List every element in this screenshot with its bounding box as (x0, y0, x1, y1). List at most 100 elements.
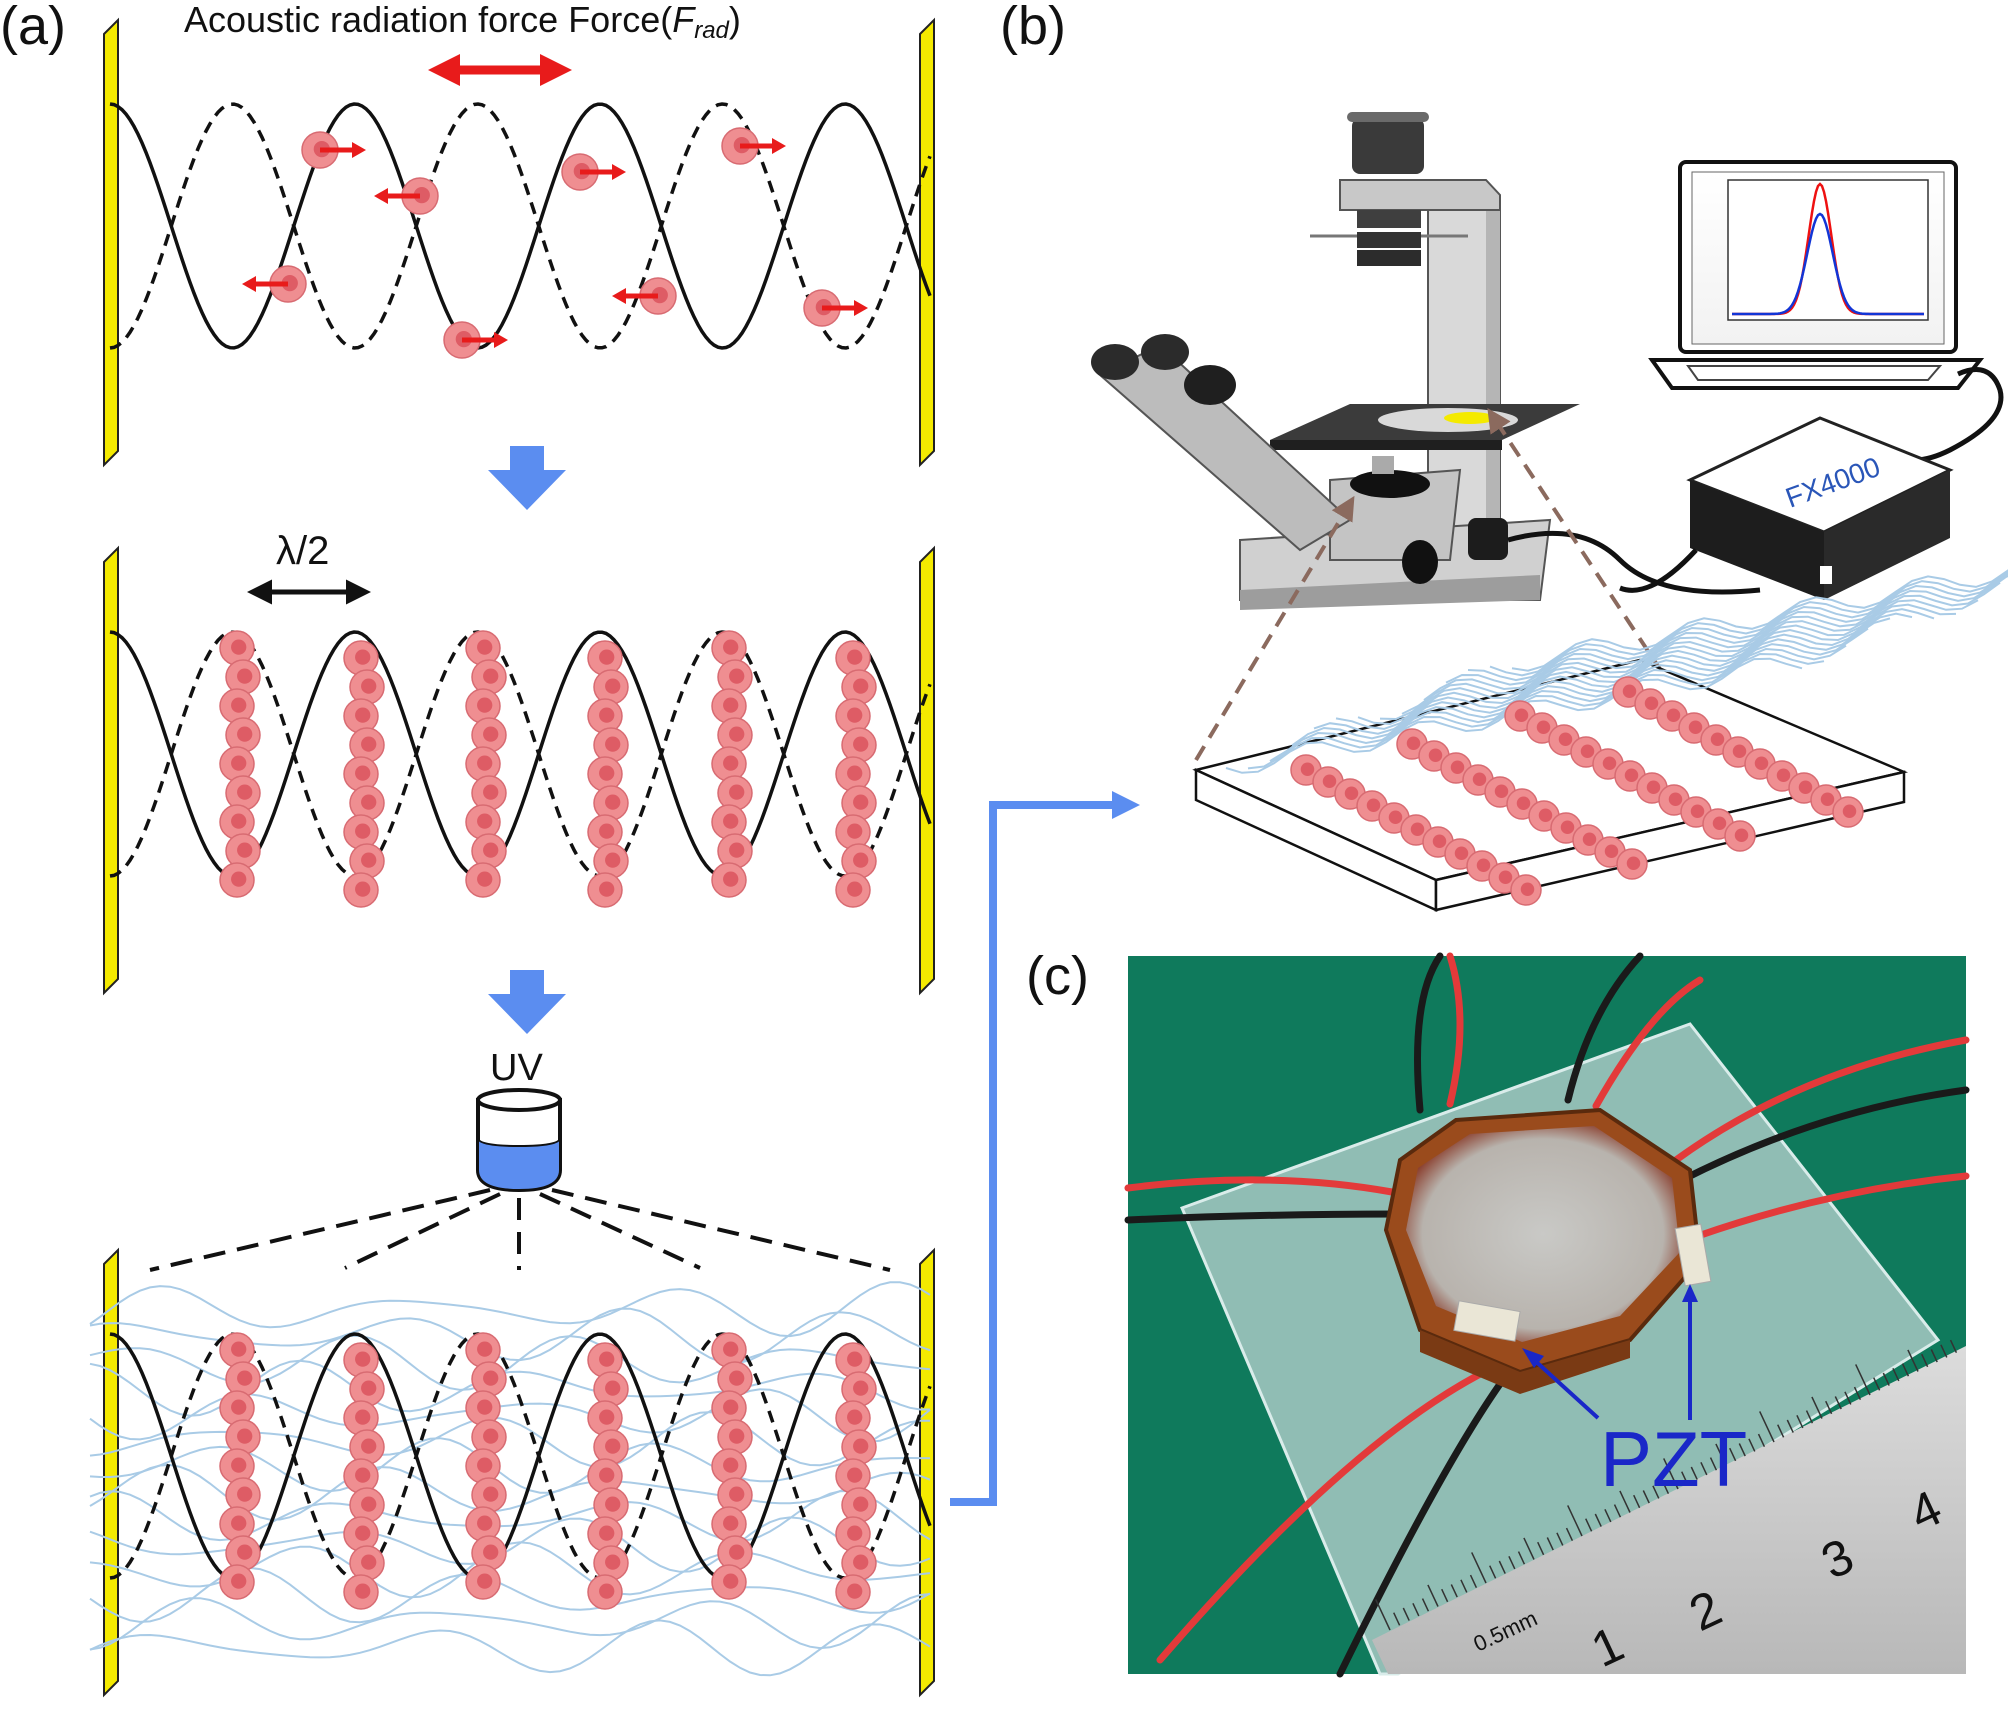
cell-nucleus (605, 1554, 621, 1570)
transducer-left (103, 1247, 119, 1698)
transducer-left (103, 545, 119, 996)
cell-nucleus (355, 765, 371, 781)
chip-fiber (1467, 572, 2008, 682)
cell-nucleus (1690, 804, 1705, 818)
half-wavelength-label: λ/2 (276, 529, 329, 573)
cell-nucleus (853, 736, 869, 752)
force-arrowhead (374, 188, 388, 204)
cell-nucleus (599, 1351, 615, 1367)
cell-nucleus (1624, 768, 1639, 782)
cell-nucleus (1520, 882, 1535, 896)
cell-nucleus (1712, 816, 1727, 830)
cell-nucleus (605, 852, 621, 868)
cell-nucleus (231, 813, 247, 829)
ruler-tick (1412, 1602, 1420, 1617)
chip-fiber (1269, 644, 1847, 762)
uv-lamp-icon (476, 1088, 562, 1193)
ruler-tick (1844, 1391, 1852, 1405)
cell-nucleus (1454, 846, 1469, 860)
ruler-tick (1567, 1505, 1583, 1537)
cell-nucleus (853, 1380, 869, 1396)
cell-nucleus (847, 1409, 863, 1425)
cell-nucleus (1622, 684, 1637, 698)
cell-nucleus (847, 649, 863, 665)
cell-nucleus (1798, 780, 1813, 794)
ruler-tick (1556, 1532, 1564, 1546)
cell-nucleus (1582, 832, 1597, 846)
ruler-tick (1715, 1443, 1727, 1466)
ruler-tick (1940, 1344, 1948, 1358)
eyepieces (1091, 334, 1236, 405)
cell-nucleus (231, 1341, 247, 1357)
cell-nucleus (1820, 792, 1835, 806)
ruler-tick (1748, 1438, 1756, 1452)
cell-nucleus (231, 1457, 247, 1473)
force-arrowhead (352, 142, 366, 158)
ruler-tick (1700, 1461, 1708, 1476)
cell-nucleus (1428, 748, 1443, 762)
cell-nucleus (729, 784, 745, 800)
cell-nucleus (237, 842, 253, 858)
ruler-tick (1855, 1364, 1871, 1396)
cell-nucleus (355, 1409, 371, 1425)
ruler-tick (1460, 1579, 1468, 1593)
cell-nucleus (413, 187, 430, 204)
chip-fiber (1423, 581, 2001, 701)
standing-wave-dashed (109, 1332, 932, 1580)
cell-nucleus (231, 639, 247, 655)
cell-nucleus (361, 736, 377, 752)
ruler-tick (1825, 1400, 1833, 1415)
cell-nucleus (1626, 856, 1641, 870)
force-arrowhead (494, 332, 508, 348)
cell-nucleus (1514, 708, 1529, 722)
cell-nucleus (853, 794, 869, 810)
transducer-left (103, 17, 119, 468)
hydrogel-fiber (89, 1619, 931, 1677)
cell-nucleus (1450, 760, 1465, 774)
cell-nucleus (1580, 744, 1595, 758)
laptop-with-spectrum (1648, 160, 2004, 463)
ruler-tick (1450, 1584, 1458, 1598)
cell-nucleus (1558, 732, 1573, 746)
cell-nucleus (1494, 784, 1509, 798)
cell-nucleus (1644, 696, 1659, 710)
cell-nucleus (853, 1496, 869, 1512)
cell-nucleus (477, 813, 493, 829)
cell-nucleus (477, 1399, 493, 1415)
ruler-tick (1508, 1555, 1516, 1570)
chip-fiber (1291, 627, 1869, 747)
cell-nucleus (361, 678, 377, 694)
chip-fiber (1247, 652, 1825, 770)
cell-nucleus (1842, 804, 1857, 818)
ruler-tick (1738, 1443, 1746, 1457)
device-photo: 0.5mm 1 2 3 4 PZT (1124, 952, 1970, 1678)
ruler-tick (1921, 1353, 1929, 1368)
ruler-tick (1892, 1367, 1900, 1382)
cell-nucleus (237, 1544, 253, 1560)
cell-nucleus (231, 697, 247, 713)
panel-b: (b) (1000, 0, 2008, 912)
cell-nucleus (853, 852, 869, 868)
ruler-tick (1523, 1537, 1535, 1560)
cell-nucleus (599, 1467, 615, 1483)
cell-nucleus (477, 755, 493, 771)
cell-nucleus (723, 1515, 739, 1531)
cell-nucleus (361, 1438, 377, 1454)
hydrogel-sample-chip (1192, 569, 2008, 912)
cell-nucleus (651, 287, 668, 304)
ruler-tick (1642, 1490, 1650, 1504)
ruler-ticks (1375, 1339, 1958, 1631)
cell-nucleus (729, 1428, 745, 1444)
process-arrow-1 (488, 446, 566, 510)
cell-nucleus (847, 1583, 863, 1599)
cell-nucleus (599, 707, 615, 723)
cell-nucleus (723, 1341, 739, 1357)
cell-nucleus (231, 871, 247, 887)
chip-fiber (1445, 574, 2008, 686)
ruler-tick (1604, 1508, 1612, 1523)
panel-c-label: (c) (1026, 946, 1089, 1006)
cell-nucleus (355, 1467, 371, 1483)
magnification-lines (1194, 407, 1722, 762)
cell-nucleus (599, 1409, 615, 1425)
